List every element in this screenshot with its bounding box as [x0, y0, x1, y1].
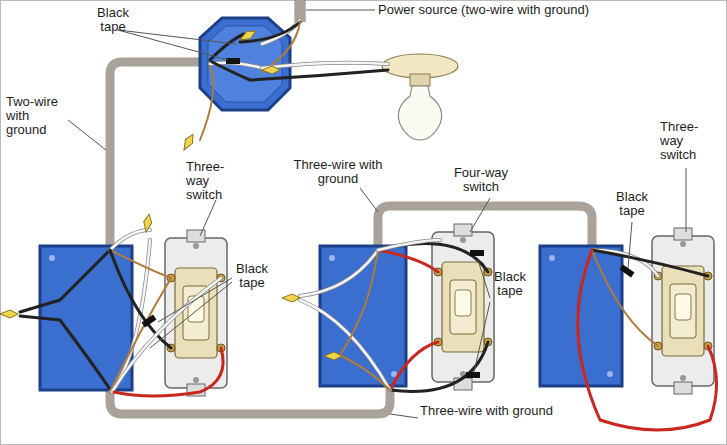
callout-label: Black tape — [608, 190, 656, 218]
callout-label: Three-way switch — [660, 120, 718, 162]
callout-label: Black tape — [228, 262, 276, 290]
callout-label: Black tape — [88, 6, 138, 34]
callout-label: Three-wire with ground — [292, 158, 384, 186]
callout-label: Black tape — [486, 270, 534, 298]
callout-label: Two-wire with ground — [6, 95, 68, 137]
callout-label: Three-way switch — [186, 160, 238, 202]
callout-label: Power source (two-wire with ground) — [378, 3, 623, 17]
callout-label: Four-way switch — [446, 166, 516, 194]
callout-label: Three-wire with ground — [420, 404, 580, 418]
